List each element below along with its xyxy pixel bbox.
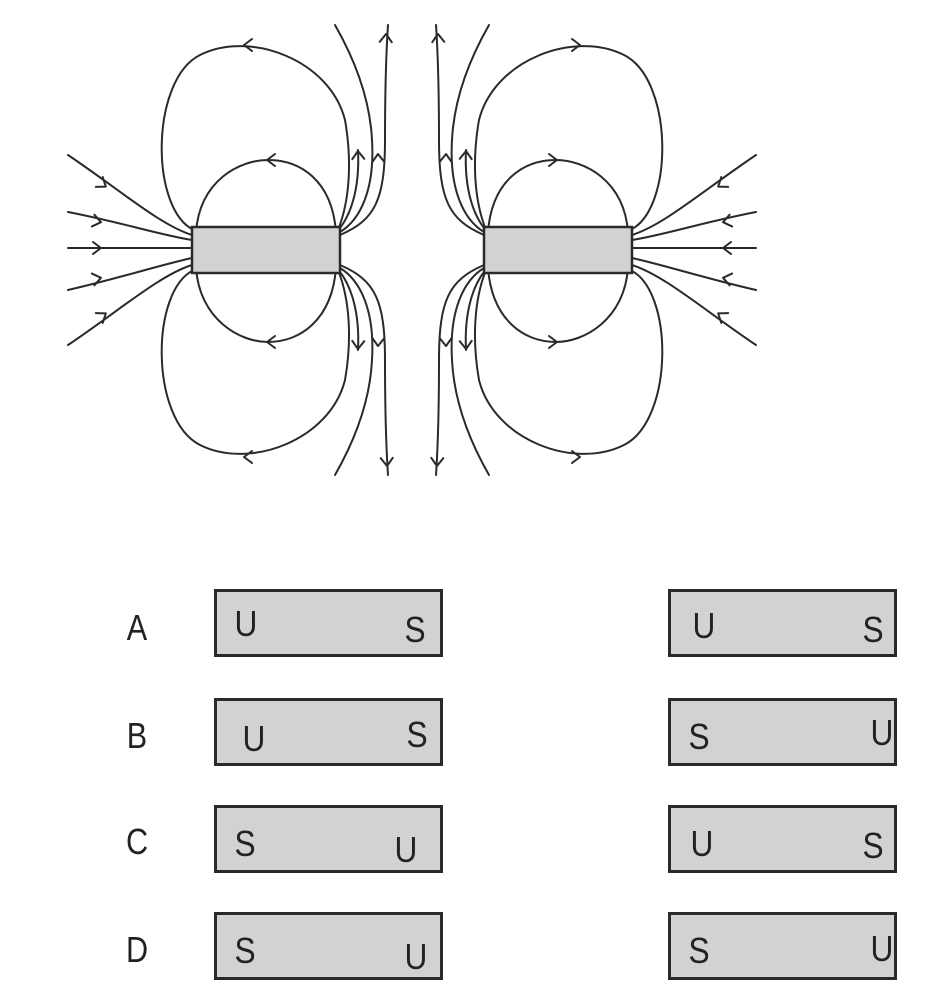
option-c-left-magnet: S U — [214, 805, 443, 873]
right-inner-loop-top-arrow — [548, 153, 558, 167]
option-d-left-magnet: S U — [214, 912, 443, 980]
left-outer-loop-bottom — [160, 269, 351, 455]
right-pole-label: U — [870, 712, 894, 753]
left-left-fan-1 — [67, 154, 193, 236]
right-outer-loop-top-arrow — [571, 38, 581, 52]
left-up-fan-3 — [339, 149, 360, 229]
right-down-fan-1-arrow — [430, 456, 445, 467]
left-pole-label: U — [692, 605, 716, 646]
left-pole-label: S — [234, 823, 256, 864]
right-down-fan-3 — [464, 271, 485, 351]
right-pole-label: U — [404, 936, 428, 977]
left-down-fan-1 — [339, 264, 389, 476]
right-pole-label: U — [394, 829, 418, 870]
right-down-fan-1 — [435, 264, 485, 476]
option-b-left-magnet: U S — [214, 698, 443, 766]
field-lines-diagram — [67, 24, 757, 476]
right-outer-loop-bottom — [473, 269, 664, 455]
left-pole-label: U — [234, 603, 258, 644]
left-pole-label: U — [690, 823, 714, 864]
left-left-fan-2 — [67, 211, 193, 241]
right-pole-label: S — [404, 609, 426, 650]
left-up-fan-2-arrow — [371, 153, 386, 164]
right-left-fan-1-arrow — [717, 176, 730, 188]
right-up-fan-2 — [450, 24, 490, 233]
right-left-fan-4 — [631, 257, 757, 291]
right-down-fan-2-arrow — [438, 336, 453, 347]
right-up-fan-1 — [435, 24, 485, 236]
left-down-fan-3 — [339, 271, 360, 351]
left-down-fan-3-arrow — [351, 339, 366, 350]
right-down-fan-3-arrow — [458, 339, 473, 350]
option-row-c[interactable]: C S U U S — [0, 805, 932, 880]
option-letter: B — [126, 715, 148, 756]
option-row-b[interactable]: B U S S U — [0, 698, 932, 774]
right-up-fan-3 — [464, 149, 485, 229]
right-left-fan-1 — [631, 154, 757, 236]
left-left-fan-3-arrow — [92, 241, 102, 255]
left-outer-loop-top-arrow — [243, 38, 253, 52]
left-down-fan-2 — [334, 267, 374, 476]
left-down-fan-1-arrow — [379, 456, 394, 467]
option-letter: C — [125, 821, 149, 862]
left-left-fan-2-arrow — [90, 213, 102, 228]
right-inner-loop-bottom — [487, 267, 629, 344]
diagram-right-magnet — [482, 225, 634, 275]
left-magnet-field — [67, 24, 394, 476]
option-row-a[interactable]: A U S U S — [0, 589, 932, 666]
left-left-fan-4 — [67, 257, 193, 291]
right-left-fan-2 — [631, 211, 757, 241]
option-letter: A — [126, 607, 148, 648]
left-up-fan-3-arrow — [351, 150, 366, 161]
right-up-fan-3-arrow — [458, 150, 473, 161]
right-pole-label: S — [406, 714, 428, 755]
right-outer-loop-bottom-arrow — [571, 450, 581, 464]
right-left-fan-5 — [631, 264, 757, 346]
right-down-fan-2 — [450, 267, 490, 476]
right-pole-label: U — [870, 928, 894, 969]
option-a-left-magnet: U S — [214, 589, 443, 657]
left-up-fan-2 — [334, 24, 374, 233]
left-pole-label: S — [234, 930, 256, 971]
option-c-right-magnet: U S — [668, 805, 897, 873]
left-up-fan-1 — [339, 24, 389, 236]
right-up-fan-1-arrow — [431, 33, 446, 44]
right-inner-loop-top — [487, 158, 629, 233]
right-left-fan-5-arrow — [717, 312, 730, 324]
option-row-d[interactable]: D S U S U — [0, 912, 932, 988]
left-pole-label: S — [688, 716, 710, 757]
left-outer-loop-bottom-arrow — [243, 450, 253, 464]
right-outer-loop-top — [473, 45, 664, 231]
left-inner-loop-top — [195, 158, 337, 233]
left-left-fan-4-arrow — [90, 272, 102, 287]
option-a-right-magnet: U S — [668, 589, 897, 657]
right-up-fan-2-arrow — [438, 153, 453, 164]
left-up-fan-1-arrow — [378, 33, 393, 44]
right-left-fan-4-arrow — [722, 272, 734, 287]
right-pole-label: S — [862, 609, 884, 650]
right-pole-label: S — [862, 825, 884, 866]
left-left-fan-1-arrow — [94, 176, 107, 188]
option-b-right-magnet: S U — [668, 698, 897, 766]
left-left-fan-5 — [67, 264, 193, 346]
right-left-fan-2-arrow — [722, 213, 734, 228]
left-inner-loop-bottom-arrow — [266, 335, 276, 349]
right-left-fan-3-arrow — [722, 241, 732, 255]
left-pole-label: S — [688, 930, 710, 971]
option-letter: D — [125, 929, 149, 970]
left-inner-loop-top-arrow — [266, 153, 276, 167]
left-outer-loop-top — [160, 45, 351, 231]
right-inner-loop-bottom-arrow — [548, 335, 558, 349]
right-magnet-field — [430, 24, 757, 476]
left-down-fan-2-arrow — [371, 336, 386, 347]
option-d-right-magnet: S U — [668, 912, 897, 980]
left-pole-label: U — [242, 718, 266, 759]
diagram-left-magnet — [190, 225, 342, 275]
left-inner-loop-bottom — [195, 267, 337, 344]
left-left-fan-5-arrow — [94, 312, 107, 324]
